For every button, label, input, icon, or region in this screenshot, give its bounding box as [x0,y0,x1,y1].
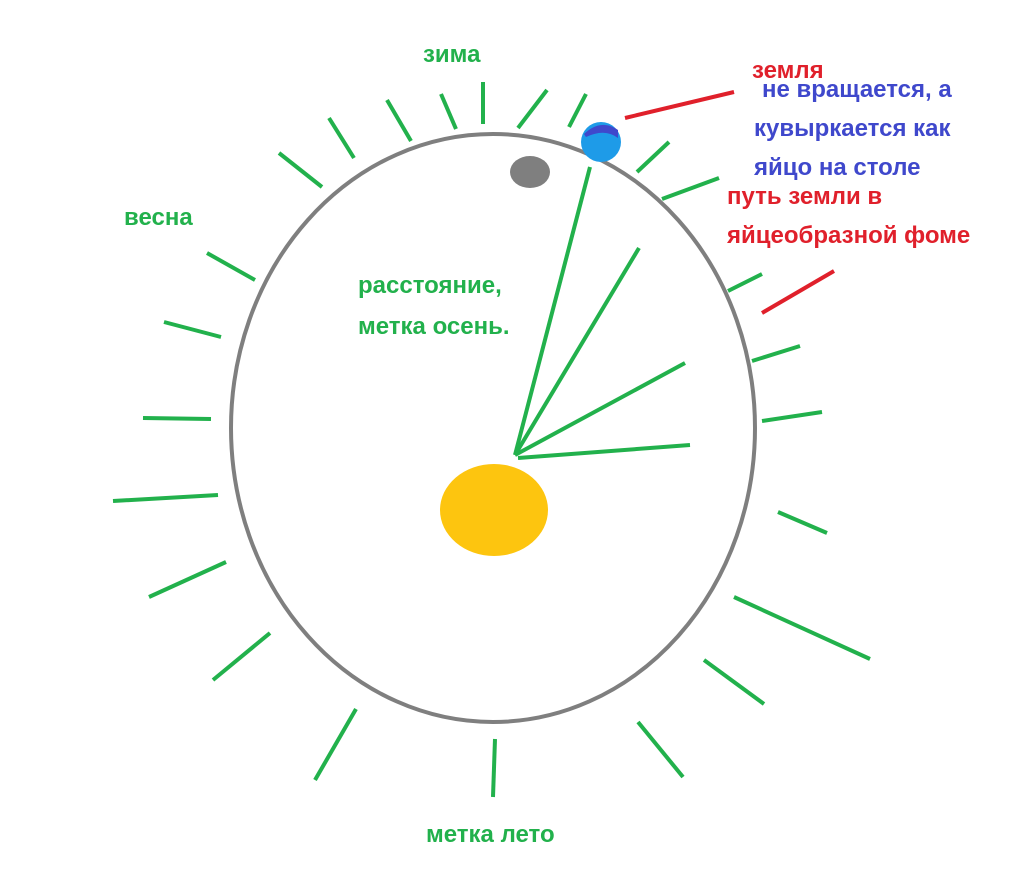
label-spring: весна [124,204,193,231]
outer-ray [635,140,671,174]
outer-ray [163,320,222,339]
label-distance-line2: метка осень. [358,313,510,340]
label-not-rotating-line3: яйцо на столе [754,154,921,181]
outer-ray [727,272,763,293]
earth-icon [581,122,621,162]
outer-ray [751,344,801,363]
outer-ray [142,416,212,421]
sun-icon [440,464,548,556]
inner-ray [513,246,641,457]
label-winter: зима [423,41,481,68]
path-pointer-line [760,269,836,315]
outer-ray [661,176,720,201]
label-path-line1: путь земли в [727,183,883,210]
outer-ray [567,93,588,128]
moon-icon [510,156,550,188]
label-summer-mark: метка лето [426,821,555,848]
outer-ray [761,410,823,423]
outer-ray [516,88,549,130]
inner-rays [513,166,691,460]
outer-ray [206,251,256,282]
outer-ray [439,93,458,130]
outer-ray [112,493,219,503]
label-not-rotating-line1: не вращается, а [762,76,952,103]
outer-ray [277,151,324,189]
earth-pointer-line [624,90,735,120]
outer-ray [385,98,413,143]
outer-ray [733,595,871,661]
inner-ray [517,443,691,460]
label-path-line2: яйцеобразной фоме [727,222,971,249]
outer-ray [148,560,227,599]
outer-ray [211,631,272,682]
label-distance-line1: расстояние, [358,272,502,299]
outer-ray [327,116,356,160]
outer-ray [777,510,828,535]
label-earth: земля [752,57,824,84]
outer-ray [491,738,497,798]
inner-ray [513,166,592,456]
earth-orbit [229,132,757,724]
outer-ray [636,720,685,779]
outer-ray [702,658,766,706]
inner-ray [514,361,686,457]
label-not-rotating-line2: кувыркается как [754,115,951,142]
outer-rays [112,82,871,798]
outer-ray [313,707,358,782]
